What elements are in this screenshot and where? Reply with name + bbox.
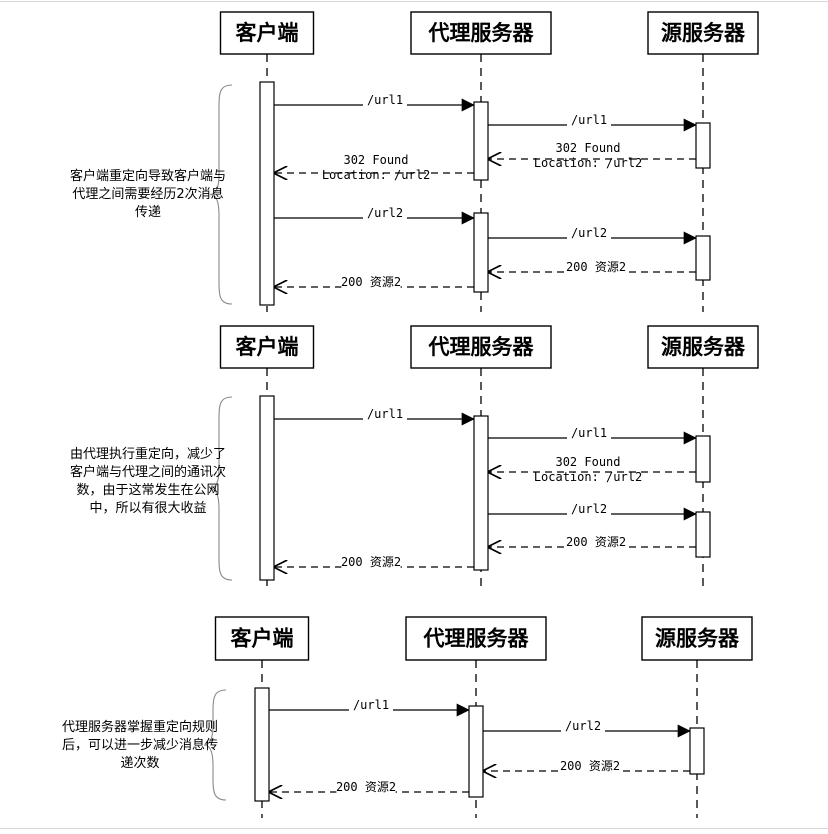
message-label-s3-1: /url1 [353, 698, 389, 712]
message-label-s1-7: 200 资源2 [566, 260, 626, 274]
message-label-s2-5: 200 资源2 [566, 535, 626, 549]
participant-proxy-box-s1 [410, 11, 552, 55]
message-label-s1-2: /url1 [571, 113, 607, 127]
message-label-bg-s1-6 [567, 227, 611, 240]
participant-origin-label-s1: 源服务器 [661, 20, 746, 45]
message-label-bg-s2-6 [341, 556, 401, 569]
message-label-bg-s1-2 [567, 114, 611, 127]
message-label-s3-2: /url2 [565, 719, 601, 733]
activation-client-s2-1 [259, 395, 275, 581]
activation-origin-s2-3 [695, 435, 711, 483]
message-label-bg-s2-1 [363, 408, 407, 421]
note-brace-s2 [209, 396, 233, 581]
participant-client-box-s3 [214, 616, 310, 661]
message-label-bg-s1-1 [363, 94, 407, 107]
activation-proxy-s3-2 [468, 705, 484, 798]
message-label-bg-s3-4 [336, 781, 396, 794]
participant-origin-box-s2 [647, 325, 759, 369]
participant-origin-label-s3: 源服务器 [655, 626, 740, 651]
message-label-bg-s1-8 [341, 276, 401, 289]
participant-client-label-s1: 客户端 [236, 20, 299, 45]
message-label-s2-1: /url1 [367, 407, 403, 421]
message-label-bg-s3-3 [560, 760, 620, 773]
activation-proxy-s1-4 [473, 212, 489, 293]
participant-origin-box-s3 [641, 616, 753, 661]
note-brace-s1 [209, 84, 233, 305]
message-label-bg-s2-5 [566, 536, 626, 549]
activation-origin-s3-3 [689, 727, 705, 775]
participant-origin-label-s2: 源服务器 [661, 334, 746, 359]
participant-proxy-label-s1: 代理服务器 [428, 20, 535, 45]
activation-proxy-s1-2 [473, 101, 489, 181]
activation-client-s3-1 [254, 687, 270, 802]
message-label-bg-s2-4 [567, 503, 611, 516]
activation-proxy-s2-2 [473, 415, 489, 571]
participant-client-box-s1 [219, 11, 315, 55]
message-label-s1-1: /url1 [367, 93, 403, 107]
message-label-s1-5: /url2 [367, 206, 403, 220]
participant-proxy-label-s3: 代理服务器 [423, 626, 530, 651]
participant-client-label-s3: 客户端 [231, 626, 294, 651]
participant-origin-box-s1 [647, 11, 759, 55]
message-label-s3-3: 200 资源2 [560, 759, 620, 773]
activation-client-s1-1 [259, 81, 275, 306]
message-label-bg-s1-5 [363, 207, 407, 220]
note-brace-s3 [203, 689, 227, 801]
activation-origin-s2-4 [695, 511, 711, 558]
message-label-bg-s1-7 [566, 261, 626, 274]
section-3-note: 代理服务器掌握重定向规则后，可以进一步减少消息传递次数 [61, 720, 218, 771]
participant-proxy-box-s2 [410, 325, 552, 369]
activation-origin-s1-3 [695, 122, 711, 169]
participant-proxy-box-s3 [405, 616, 547, 661]
message-label-bg-s3-2 [561, 720, 605, 733]
message-label-s2-6: 200 资源2 [341, 555, 401, 569]
participant-client-label-s2: 客户端 [236, 334, 299, 359]
section-2-note: 由代理执行重定向，减少了客户端与代理之间的通讯次数，由于这常发生在公网中，所以有… [70, 447, 227, 516]
bottom-frame-line [0, 828, 828, 829]
message-label-s1-6: /url2 [571, 226, 607, 240]
message-label-s2-2: /url1 [571, 426, 607, 440]
message-label-bg-s3-1 [349, 699, 393, 712]
message-label-bg-s2-2 [567, 427, 611, 440]
message-label-s3-4: 200 资源2 [336, 780, 396, 794]
participant-proxy-label-s2: 代理服务器 [428, 334, 535, 359]
message-label-s1-8: 200 资源2 [341, 275, 401, 289]
section-1-note: 客户端重定向导致客户端与代理之间需要经历2次消息传递 [70, 169, 227, 220]
activation-origin-s1-5 [695, 235, 711, 281]
message-label-s2-4: /url2 [571, 502, 607, 516]
participant-client-box-s2 [219, 325, 315, 369]
top-frame-line [0, 1, 828, 2]
